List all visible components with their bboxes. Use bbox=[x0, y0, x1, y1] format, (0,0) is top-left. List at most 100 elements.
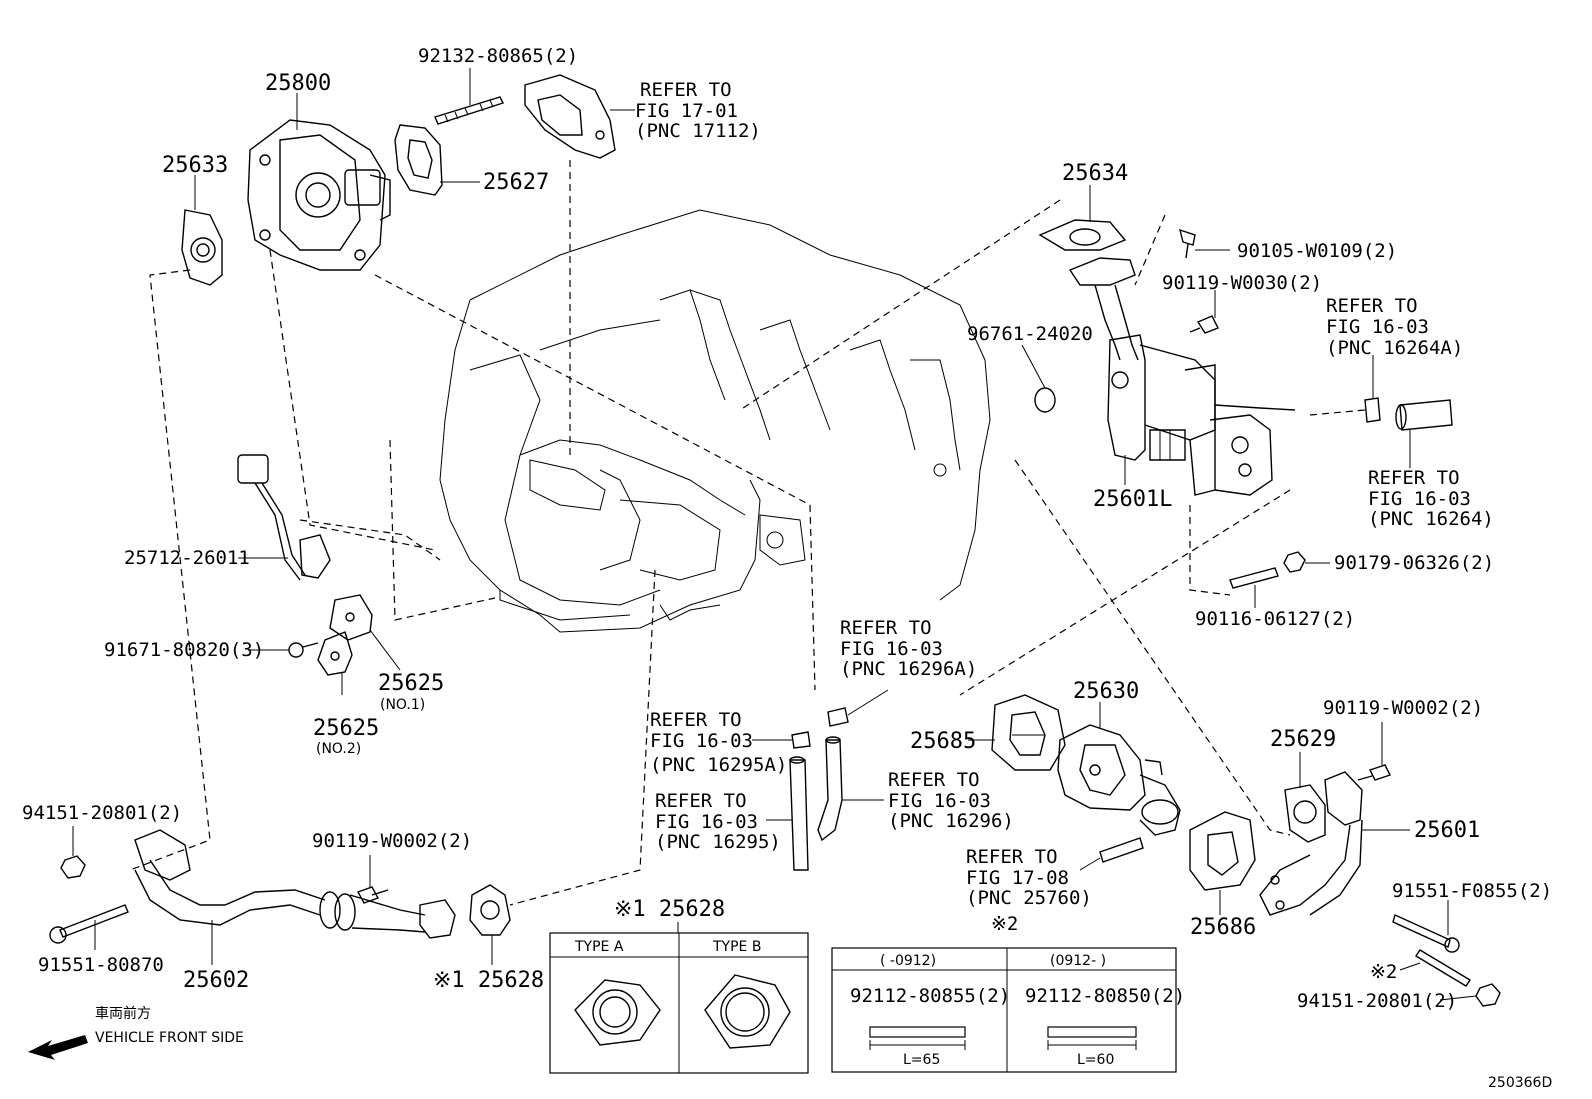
bolt-90119-w0030[interactable] bbox=[1189, 315, 1219, 334]
pipe-25760[interactable] bbox=[1099, 837, 1144, 863]
egr-pipe-25601[interactable] bbox=[1259, 771, 1363, 916]
label-25601: 25601 bbox=[1414, 818, 1480, 843]
label-25633: 25633 bbox=[162, 153, 228, 178]
gasket-25633[interactable] bbox=[181, 209, 223, 286]
vehicle-front-arrow-icon bbox=[28, 1035, 88, 1060]
label-refer-16264-c: (PNC 16264) bbox=[1368, 508, 1494, 530]
stud-90116[interactable] bbox=[1229, 567, 1279, 589]
gasket-25629[interactable] bbox=[1284, 784, 1326, 843]
table-stud-part-a: 92112-80855(2) bbox=[850, 985, 1010, 1007]
clip-16264a[interactable] bbox=[1364, 397, 1381, 423]
hose-16295[interactable] bbox=[789, 756, 809, 871]
label-refer-16264-b: FIG 16-03 bbox=[1368, 488, 1471, 510]
clip-16296a[interactable] bbox=[827, 707, 849, 727]
bracket-25625-no1[interactable] bbox=[329, 594, 373, 641]
egr-pipe-upper[interactable] bbox=[1068, 257, 1139, 361]
label-refer-16295a-a: REFER TO bbox=[650, 709, 742, 731]
label-96761: 96761-24020 bbox=[967, 323, 1093, 345]
label-91551-f0855: 91551-F0855(2) bbox=[1392, 880, 1552, 902]
label-refer-25760-b: FIG 17-08 bbox=[966, 867, 1069, 889]
label-refer-16295-c: (PNC 16295) bbox=[655, 831, 781, 853]
nut-94151-left[interactable] bbox=[60, 855, 86, 879]
hose-16296[interactable] bbox=[817, 736, 843, 842]
label-91671: 91671-80820(3) bbox=[104, 639, 264, 661]
label-90105: 90105-W0109(2) bbox=[1237, 240, 1397, 262]
nut-94151-right[interactable] bbox=[1475, 983, 1501, 1007]
label-refer-25760-c: (PNC 25760) bbox=[966, 887, 1092, 909]
o-ring-96761[interactable] bbox=[1034, 387, 1056, 413]
intake-flange-17112[interactable] bbox=[524, 74, 616, 159]
leader-25760 bbox=[1079, 857, 1101, 871]
gasket-25686[interactable] bbox=[1189, 811, 1256, 891]
label-refer-16264-a: REFER TO bbox=[1368, 467, 1460, 489]
label-25625-no1: 25625 bbox=[378, 671, 444, 696]
label-94151-right: 94151-20801(2) bbox=[1297, 990, 1457, 1012]
label-refer-16296-c: (PNC 16296) bbox=[888, 810, 1014, 832]
bolt-90105[interactable] bbox=[1179, 228, 1196, 259]
table-stud: ( -0912) (0912- ) 92112-80855(2) 92112-8… bbox=[831, 947, 1185, 1073]
label-25800: 25800 bbox=[265, 71, 331, 96]
gasket-25685[interactable] bbox=[991, 694, 1066, 771]
label-refer-16295a-c: (PNC 16295A) bbox=[650, 754, 787, 776]
label-25625-no1-note: (NO.1) bbox=[380, 697, 425, 713]
label-25601L: 25601L bbox=[1093, 487, 1172, 512]
label-94151-left: 94151-20801(2) bbox=[22, 802, 182, 824]
table-stud-part-b: 92112-80850(2) bbox=[1025, 985, 1185, 1007]
label-refer-16296a-c: (PNC 16296A) bbox=[840, 658, 977, 680]
stud-92132[interactable] bbox=[434, 96, 504, 125]
nut-90179[interactable] bbox=[1283, 551, 1306, 573]
label-refer-16296-b: FIG 16-03 bbox=[888, 790, 991, 812]
label-refer-16296a-b: FIG 16-03 bbox=[840, 638, 943, 660]
label-refer-16296a-a: REFER TO bbox=[840, 617, 932, 639]
leader-96761 bbox=[1021, 344, 1046, 389]
label-90119-w0002-right: 90119-W0002(2) bbox=[1323, 697, 1483, 719]
leader-25625-no1 bbox=[369, 629, 401, 671]
leader-stud-note2 bbox=[1399, 962, 1421, 971]
label-front-jp: 車両前方 bbox=[95, 1005, 151, 1022]
table-stud-len-a: L=65 bbox=[903, 1052, 940, 1068]
label-25712: 25712-26011 bbox=[124, 547, 250, 569]
bracket-25625-no2[interactable] bbox=[317, 631, 353, 676]
label-25628-b: ※1 25628 bbox=[433, 968, 544, 993]
stud-note2[interactable] bbox=[1415, 949, 1471, 987]
table-25628: ※1 25628 TYPE A TYPE B bbox=[549, 897, 809, 1074]
label-note2-a: ※2 bbox=[991, 913, 1018, 935]
label-90116: 90116-06127(2) bbox=[1195, 608, 1355, 630]
bolt-91671[interactable] bbox=[288, 642, 319, 658]
throttle-body-25800[interactable] bbox=[247, 119, 391, 271]
table-25628-type-a: TYPE A bbox=[574, 939, 624, 955]
label-25602: 25602 bbox=[183, 968, 249, 993]
gasket-25627[interactable] bbox=[394, 124, 443, 196]
label-25686: 25686 bbox=[1190, 915, 1256, 940]
label-note2-b: ※2 bbox=[1370, 961, 1397, 983]
egr-pipe-25602[interactable] bbox=[134, 829, 456, 939]
label-92132: 92132-80865(2) bbox=[418, 45, 578, 67]
label-refer-17112-a: REFER TO bbox=[640, 79, 732, 101]
table-25628-type-b: TYPE B bbox=[712, 939, 761, 955]
egr-valve-25601L[interactable] bbox=[1107, 334, 1296, 496]
table-stud-len-b: L=60 bbox=[1077, 1052, 1114, 1068]
leader-94151-right bbox=[1439, 995, 1477, 1001]
label-91551-80870: 91551-80870 bbox=[38, 954, 164, 976]
label-25685: 25685 bbox=[910, 729, 976, 754]
bolt-90119-w0002-right[interactable] bbox=[1357, 764, 1391, 781]
hose-16264[interactable] bbox=[1395, 399, 1453, 431]
label-front-en: VEHICLE FRONT SIDE bbox=[95, 1030, 244, 1046]
bolt-91551-f0855[interactable] bbox=[1392, 914, 1460, 953]
label-refer-16295-a: REFER TO bbox=[655, 790, 747, 812]
label-refer-16264a-c: (PNC 16264A) bbox=[1326, 337, 1463, 359]
label-25625-no2-note: (NO.2) bbox=[316, 741, 361, 757]
label-25628-a: ※1 25628 bbox=[614, 897, 725, 922]
clip-16295a[interactable] bbox=[791, 731, 811, 749]
sensor-25712[interactable] bbox=[237, 454, 331, 581]
gasket-25628[interactable] bbox=[469, 884, 511, 936]
bolt-91551-80870[interactable] bbox=[49, 904, 129, 944]
label-refer-16295a-b: FIG 16-03 bbox=[650, 730, 753, 752]
bolt-90119-w0002-left[interactable] bbox=[356, 886, 389, 904]
label-25629: 25629 bbox=[1270, 727, 1336, 752]
egr-valve-25630[interactable] bbox=[1057, 724, 1181, 836]
leader-16296a bbox=[847, 689, 889, 716]
gasket-25634[interactable] bbox=[1038, 219, 1127, 251]
label-25634: 25634 bbox=[1062, 161, 1128, 186]
